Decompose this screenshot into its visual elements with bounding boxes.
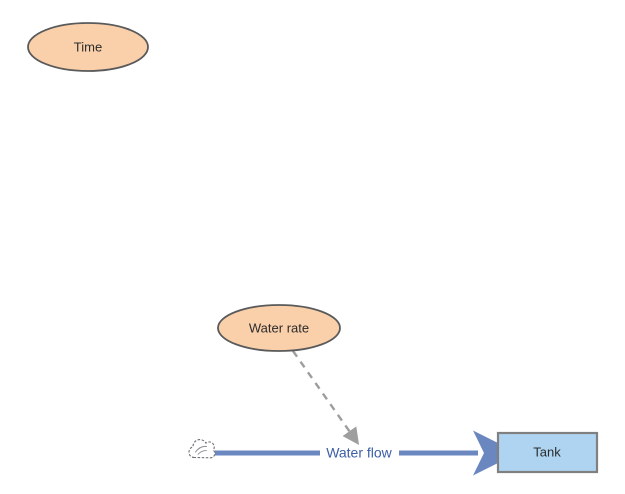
- tank-rectangle-shape: [496, 431, 599, 474]
- flow-water-flow[interactable]: Water flow: [215, 430, 518, 476]
- cloud-inner-line-2: [197, 450, 207, 455]
- node-tank[interactable]: Tank: [496, 431, 599, 474]
- node-time[interactable]: Time: [27, 22, 149, 72]
- time-ellipse-shape: [27, 22, 149, 72]
- source-cloud-icon[interactable]: [188, 439, 216, 459]
- link-water-rate-to-water-flow[interactable]: [292, 350, 360, 445]
- flow-label-water-flow[interactable]: Water flow: [326, 445, 392, 461]
- cloud-outline: [188, 439, 216, 459]
- water-rate-ellipse-shape: [217, 304, 341, 352]
- cloud-inner-line-1: [195, 445, 207, 453]
- dashed-link-line: [292, 350, 360, 445]
- node-water-rate[interactable]: Water rate: [217, 304, 341, 352]
